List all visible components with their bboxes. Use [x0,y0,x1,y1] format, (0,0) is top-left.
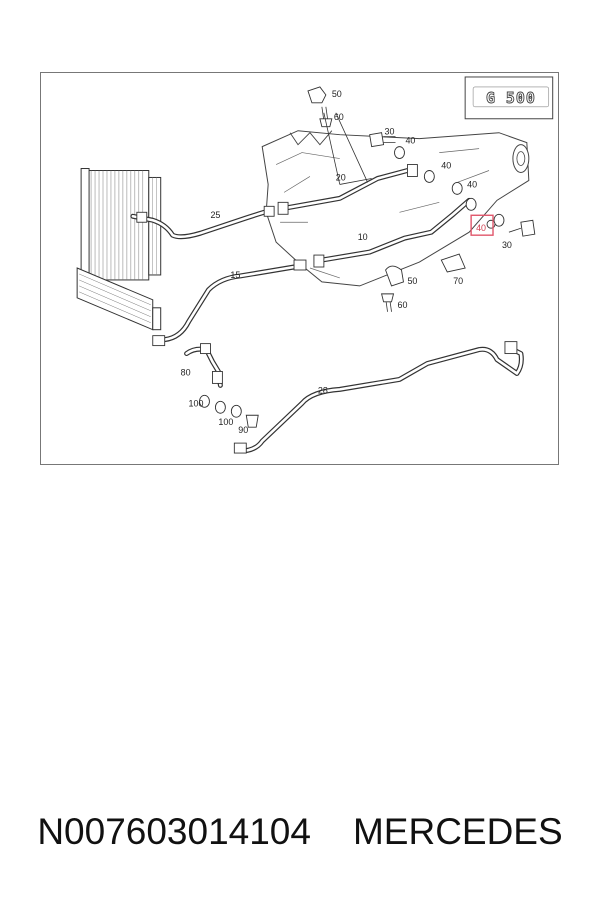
callout-50-bottom: 50 [407,276,417,286]
callout-40-mid1: 40 [441,161,451,171]
model-badge-text: G 500 [486,89,536,107]
callout-10: 10 [358,232,368,242]
callout-28: 28 [318,385,328,395]
callout-50-top: 50 [332,89,342,99]
callout-20: 20 [336,172,346,182]
oil-cooler [76,267,162,331]
highlight-box [470,214,494,236]
callout-30-right: 30 [502,240,512,250]
callout-100-b: 100 [218,417,233,427]
transmission [261,130,530,287]
callout-40-mid2: 40 [467,179,477,189]
callout-70: 70 [453,276,463,286]
callout-15: 15 [230,270,240,280]
hardware [199,86,536,428]
callout-30-top: 30 [385,127,395,137]
callout-90: 90 [238,425,248,435]
callout-60-bottom: 60 [397,300,407,310]
product-caption: N007603014104 MERCEDES [0,806,600,858]
radiator [80,168,162,285]
fittings [136,164,518,454]
callout-40-top: 40 [405,136,415,146]
part-number: N007603014104 [37,811,311,852]
model-badge: G 500 [464,76,554,120]
brand-name: MERCEDES [352,811,563,852]
callout-80: 80 [181,367,191,377]
callout-60-top: 60 [334,112,344,122]
callout-100-a: 100 [189,398,204,408]
parts-diagram: G 500 [40,72,559,465]
callout-40-highlighted: 40 [476,223,486,233]
diagram-drawing: G 500 [76,76,554,454]
callout-25: 25 [210,210,220,220]
